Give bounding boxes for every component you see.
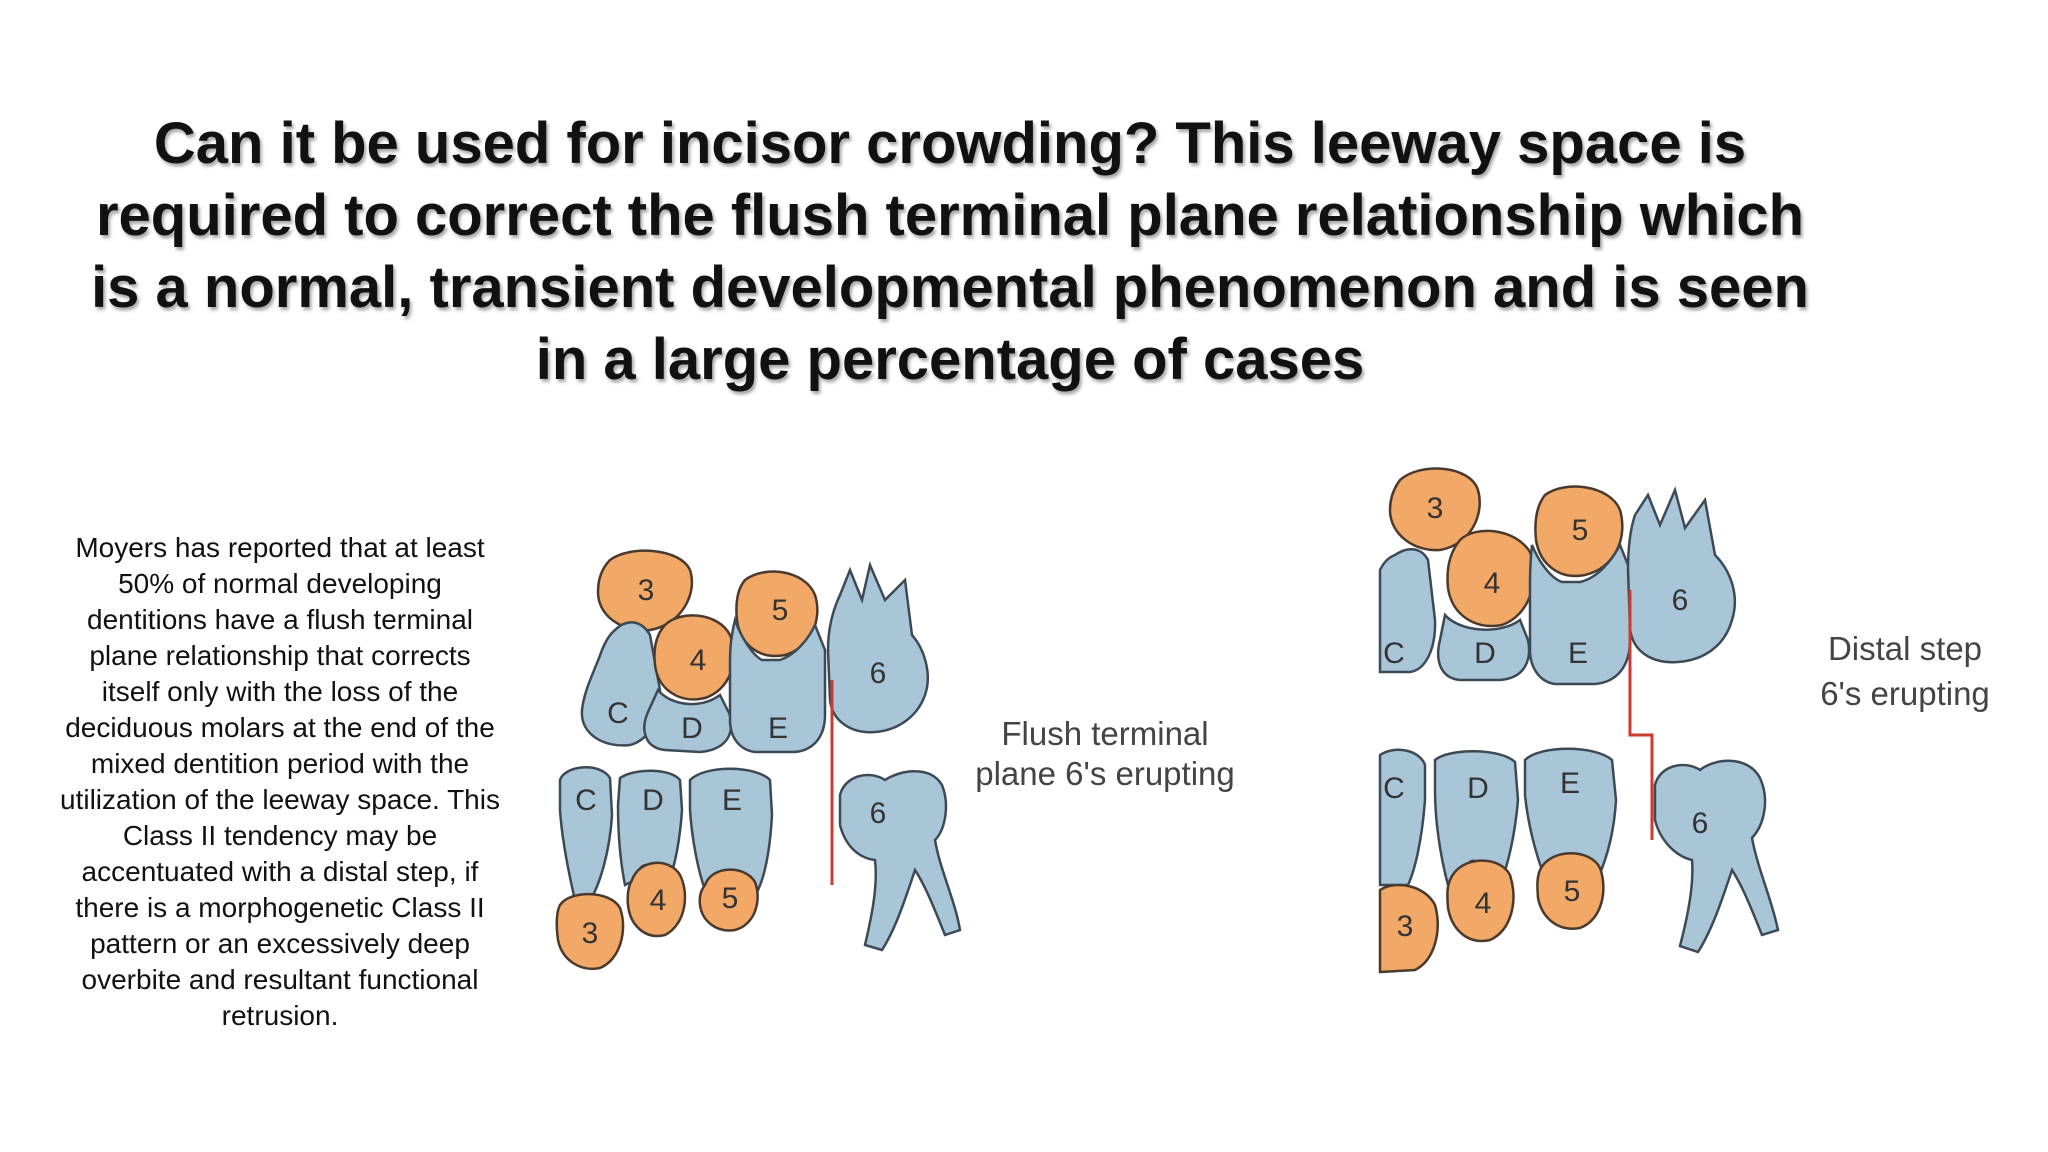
- lower-successor-5-label: 5: [722, 882, 739, 915]
- upper-successor-4-label: 4: [1484, 567, 1501, 600]
- upper-molar-d: [643, 687, 733, 754]
- upper-e-label: E: [768, 712, 788, 745]
- flush-caption-line2: plane 6's erupting: [975, 755, 1235, 792]
- upper-c-label: C: [1383, 637, 1405, 670]
- lower-e-label: E: [1560, 767, 1580, 800]
- lower-successor-4: [626, 861, 687, 938]
- upper-molar-6-label: 6: [870, 657, 887, 690]
- body-text: Moyers has reported that at least 50% of…: [60, 532, 500, 1031]
- upper-successor-5-label: 5: [1572, 514, 1589, 547]
- lower-successor-4: [1446, 859, 1515, 943]
- upper-molar-e: [728, 615, 827, 754]
- upper-molar-d: [1436, 612, 1531, 682]
- upper-d-label: D: [681, 712, 703, 745]
- upper-first-molar-6: [1626, 486, 1737, 664]
- slide-title: Can it be used for incisor crowding? Thi…: [91, 111, 1809, 392]
- upper-successor-5: [735, 570, 819, 658]
- upper-molar-6-label: 6: [1672, 584, 1689, 617]
- upper-c-label: C: [607, 697, 629, 730]
- lower-canine-c: [558, 766, 614, 902]
- flush-terminal-plane-diagram: 3 C 4 D 5 E 6 C 3 D 4 E: [555, 549, 1235, 971]
- lower-molar-6-label: 6: [1692, 807, 1709, 840]
- distal-step-line: [1628, 590, 1654, 840]
- upper-successor-3: [1388, 467, 1481, 552]
- lower-first-molar-6: [838, 770, 962, 952]
- upper-successor-3-label: 3: [1427, 492, 1444, 525]
- lower-d-label: D: [1467, 772, 1489, 805]
- lower-molar-6-label: 6: [870, 797, 887, 830]
- lower-canine-c: [1378, 748, 1427, 887]
- lower-first-molar-6: [1653, 759, 1780, 954]
- lower-successor-5-label: 5: [1564, 875, 1581, 908]
- lower-c-label: C: [575, 784, 597, 817]
- lower-successor-4-label: 4: [650, 884, 667, 917]
- upper-successor-5: [1534, 485, 1624, 578]
- upper-d-label: D: [1474, 637, 1496, 670]
- upper-successor-4: [1446, 529, 1535, 628]
- upper-successor-3: [596, 549, 694, 632]
- lower-successor-3-label: 3: [1397, 910, 1414, 943]
- lower-successor-3: [555, 892, 625, 971]
- lower-successor-3-label: 3: [582, 917, 599, 950]
- distal-caption-line2: 6's erupting: [1820, 675, 1990, 712]
- upper-successor-4: [653, 614, 735, 701]
- upper-molar-e: [1528, 542, 1632, 686]
- flush-caption-line1: Flush terminal: [1001, 715, 1208, 752]
- lower-e-label: E: [722, 784, 742, 817]
- lower-successor-4-label: 4: [1475, 887, 1492, 920]
- lower-c-label: C: [1383, 772, 1405, 805]
- distal-step-diagram: 3 C 4 D 5 E 6 C 3 D 4 E: [1378, 467, 1990, 974]
- distal-caption-line1: Distal step: [1828, 630, 1982, 667]
- lower-successor-5: [1536, 852, 1605, 930]
- lower-d-label: D: [642, 784, 664, 817]
- upper-canine-c: [1378, 548, 1437, 674]
- upper-first-molar-6: [826, 560, 929, 734]
- upper-successor-5-label: 5: [772, 594, 789, 627]
- upper-e-label: E: [1568, 637, 1588, 670]
- lower-successor-5: [698, 868, 759, 932]
- upper-canine-c: [580, 621, 662, 747]
- upper-successor-4-label: 4: [690, 644, 707, 677]
- lower-successor-3: [1378, 883, 1439, 974]
- upper-successor-3-label: 3: [638, 574, 655, 607]
